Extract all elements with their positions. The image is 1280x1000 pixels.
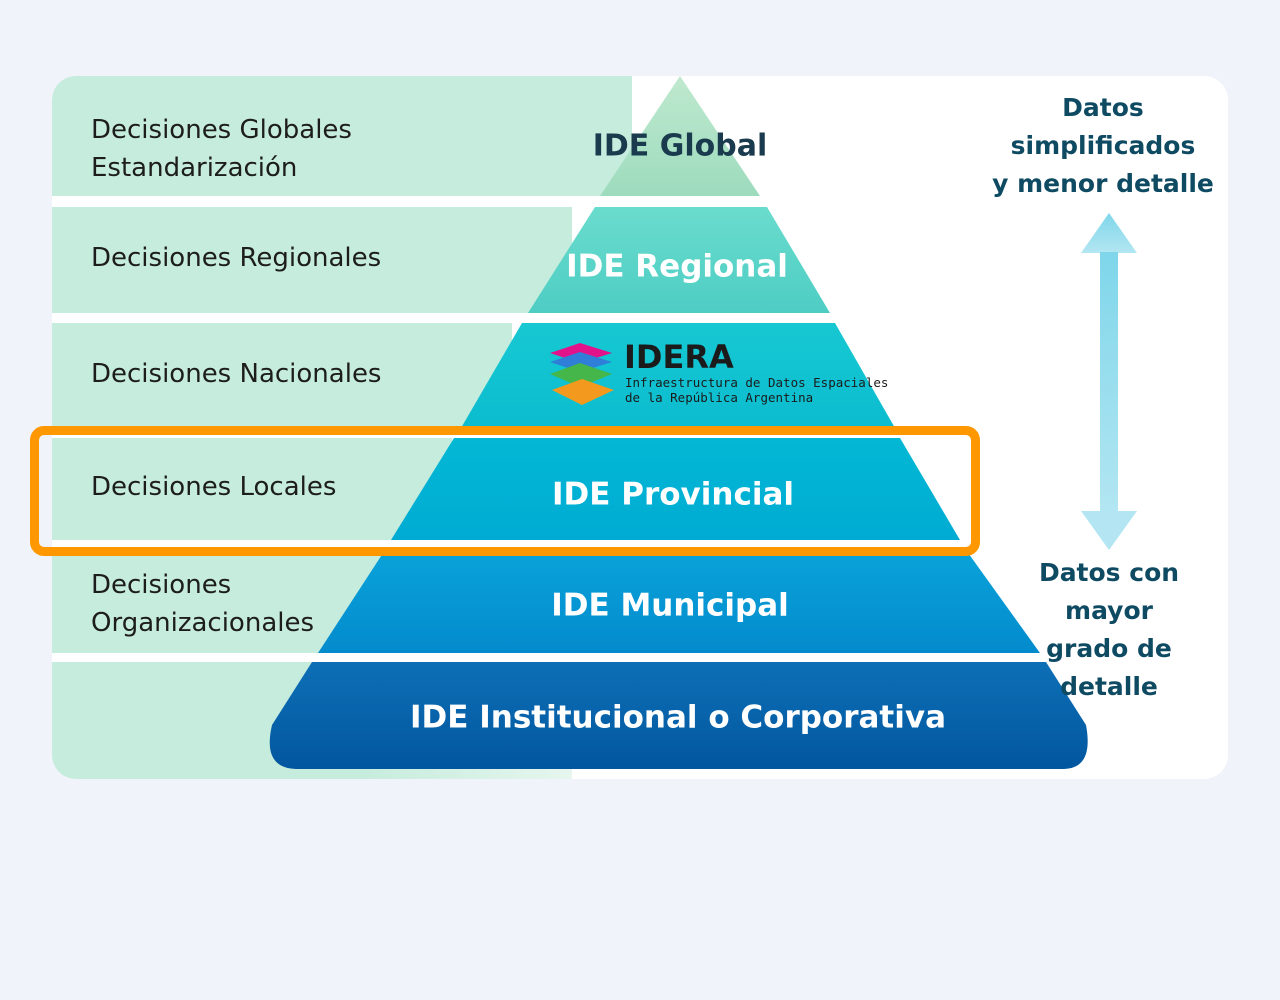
band-nacional (52, 323, 512, 428)
provincial-highlight-frame (30, 426, 980, 556)
decision-label-global: Decisiones Globales Estandarización (91, 115, 352, 183)
arrow-up-head (1081, 213, 1137, 253)
decision-label-regional: Decisiones Regionales (91, 243, 382, 273)
tier-municipal-shape (318, 550, 1040, 653)
tier-label-municipal: IDE Municipal (551, 588, 789, 624)
scale-bottom-note: Datos con mayor grado de detalle (1038, 558, 1180, 701)
tier-institucional-shape (269, 662, 1088, 769)
decision-label-organizacional: Decisiones Organizacionales (91, 570, 315, 638)
scale-top-note: Datos simplificados y menor detalle (992, 93, 1214, 198)
decision-label-nacional: Decisiones Nacionales (91, 359, 382, 389)
idera-subtitle-1: Infraestructura de Datos Espaciales (625, 375, 888, 390)
tier-provincial-shape (391, 438, 960, 540)
tier-regional-shape (528, 207, 830, 313)
arrow-down-head (1081, 511, 1137, 550)
band-local (52, 438, 452, 540)
decision-label-local: Decisiones Locales (91, 472, 337, 502)
detail-scale-arrow (1081, 213, 1137, 550)
idera-subtitle-2: de la República Argentina (625, 390, 813, 405)
band-global (52, 76, 632, 196)
arrow-shaft (1100, 252, 1118, 514)
idera-logo: IDERA Infraestructura de Datos Espaciale… (550, 338, 888, 405)
tier-label-institucional: IDE Institucional o Corporativa (410, 700, 946, 736)
tier-global-shape (600, 76, 760, 196)
tier-label-provincial: IDE Provincial (552, 477, 794, 513)
idera-layers-icon (550, 343, 614, 405)
tier-label-global: IDE Global (593, 129, 768, 164)
idera-title: IDERA (624, 338, 734, 376)
tier-label-regional: IDE Regional (566, 249, 788, 285)
band-regional (52, 207, 572, 313)
